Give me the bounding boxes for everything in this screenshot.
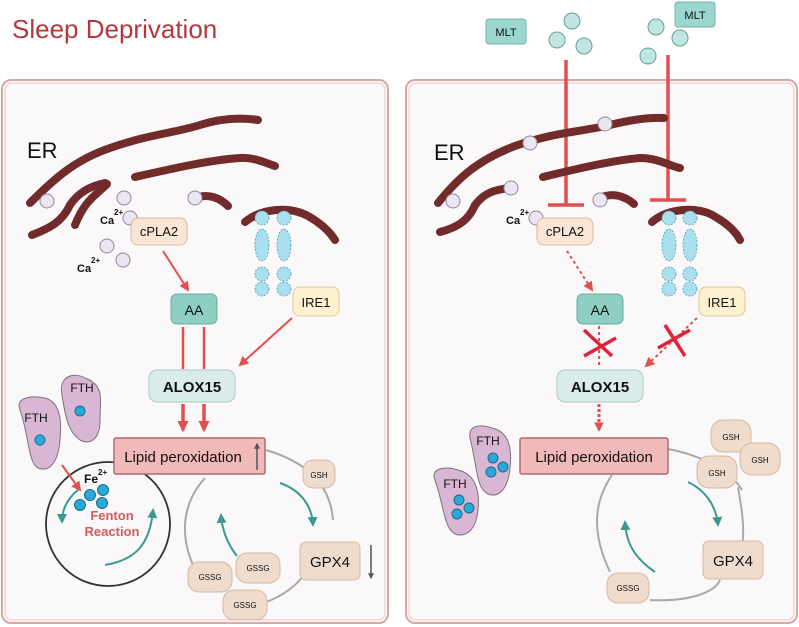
ire1-receptor-icon (254, 210, 292, 297)
gssg-node: GSSG (235, 552, 281, 584)
fenton-label: Fenton (90, 508, 133, 523)
svg-text:IRE1: IRE1 (708, 295, 737, 310)
calcium-ions (39, 190, 203, 268)
ire1-node: IRE1 (698, 286, 746, 317)
fenton-cycle (45, 461, 171, 587)
lipid-peroxidation-node: Lipid peroxidation (113, 437, 266, 475)
gpx4-cycle (596, 448, 745, 602)
teal-arrow-icon (279, 482, 318, 527)
ca-superscript: 2+ (520, 208, 529, 217)
svg-text:ALOX15: ALOX15 (163, 379, 221, 396)
svg-text:FTH: FTH (24, 411, 47, 425)
calcium-ions (445, 116, 613, 226)
teal-arrow-icon (620, 520, 656, 573)
gsh-node: GSH (739, 442, 781, 476)
svg-text:GSH: GSH (722, 433, 740, 442)
iron-ions (74, 484, 109, 511)
fe-superscript: 2+ (98, 468, 107, 477)
ca-ion (445, 193, 461, 209)
ca-ion (522, 135, 538, 151)
dashed-arrow-cpla2-to-aa (566, 250, 594, 292)
ca-ion (592, 192, 608, 208)
er-label: ER (27, 138, 58, 163)
arrow-cpla2-to-aa (162, 250, 190, 292)
alox15-node: ALOX15 (148, 369, 236, 403)
ca-ion (187, 190, 203, 206)
figure-title: Sleep Deprivation (12, 14, 218, 44)
gssg-node: GSSG (606, 572, 650, 604)
svg-text:GSSG: GSSG (616, 584, 639, 593)
cpla2-node: cPLA2 (536, 217, 594, 246)
inhibition-bar-ire1 (650, 55, 686, 202)
svg-text:FTH: FTH (70, 381, 93, 395)
teal-arrow-icon (57, 489, 79, 524)
ca-label: Ca (506, 215, 521, 227)
teal-arrow-icon (216, 513, 238, 557)
gsh-node: GSH (696, 455, 738, 489)
right-panel: MLT MLT ER (405, 1, 798, 624)
er-label: ER (434, 140, 465, 165)
ca-superscript: 2+ (91, 256, 100, 265)
ire1-node: IRE1 (292, 286, 340, 317)
fth-right-upper: FTH (469, 425, 512, 496)
svg-text:FTH: FTH (443, 477, 466, 491)
ca-ion (115, 252, 131, 268)
fth-left-upper: FTH (60, 374, 102, 443)
svg-text:AA: AA (591, 302, 610, 318)
arrow-ire1-to-alox15 (238, 317, 293, 367)
svg-text:GPX4: GPX4 (310, 554, 350, 571)
fe-label: Fe (84, 472, 98, 486)
ire1-receptor-icon (661, 210, 698, 297)
fth-left-lower: FTH (18, 396, 62, 470)
svg-text:GSSG: GSSG (198, 573, 221, 582)
svg-text:Lipid peroxidation: Lipid peroxidation (535, 449, 653, 466)
gsh-node: GSH (302, 459, 336, 489)
svg-text:cPLA2: cPLA2 (140, 224, 178, 239)
aa-node: AA (576, 293, 624, 325)
block-x-icon (582, 328, 617, 358)
svg-text:GSH: GSH (751, 456, 769, 465)
svg-text:GSSG: GSSG (233, 601, 256, 610)
gssg-node: GSSG (222, 589, 268, 621)
svg-text:AA: AA (185, 302, 204, 318)
ca-ion (503, 180, 519, 196)
ca-label: Ca (100, 215, 115, 227)
teal-arrow-icon (687, 481, 723, 527)
fth-right-lower: FTH (433, 467, 479, 536)
svg-text:GSSG: GSSG (246, 564, 269, 573)
svg-text:MLT: MLT (684, 10, 705, 22)
gpx4-node: GPX4 (299, 541, 361, 581)
gssg-node: GSSG (187, 561, 233, 593)
lipid-peroxidation-node: Lipid peroxidation (519, 437, 669, 475)
melatonin-molecules (548, 12, 689, 65)
gsh-node: GSH (710, 419, 752, 453)
svg-text:MLT: MLT (495, 27, 516, 39)
cpla2-node: cPLA2 (130, 217, 188, 246)
svg-text:GPX4: GPX4 (713, 553, 753, 570)
ca-ion (39, 193, 55, 209)
ca-ion (597, 116, 613, 132)
alox15-node: ALOX15 (556, 369, 644, 403)
svg-text:IRE1: IRE1 (302, 295, 331, 310)
aa-node: AA (170, 293, 218, 325)
svg-text:cPLA2: cPLA2 (546, 224, 584, 239)
reaction-label: Reaction (85, 524, 140, 539)
arrow-fth-to-iron (61, 464, 82, 492)
gpx4-node: GPX4 (702, 540, 764, 580)
svg-text:Lipid peroxidation: Lipid peroxidation (124, 449, 242, 466)
ca-ion (116, 190, 132, 206)
left-panel: ER Ca 2+ Ca 2+ (1, 79, 389, 624)
block-x-icon (657, 324, 691, 357)
ca-superscript: 2+ (114, 208, 123, 217)
ca-ion (99, 238, 115, 254)
mlt-node: MLT (485, 18, 527, 45)
svg-text:GSH: GSH (310, 471, 328, 480)
svg-text:ALOX15: ALOX15 (571, 379, 629, 396)
ca-label: Ca (77, 263, 92, 275)
mlt-node: MLT (674, 1, 716, 28)
svg-text:GSH: GSH (708, 469, 726, 478)
svg-text:FTH: FTH (476, 434, 499, 448)
teal-arrow-icon (104, 508, 158, 566)
